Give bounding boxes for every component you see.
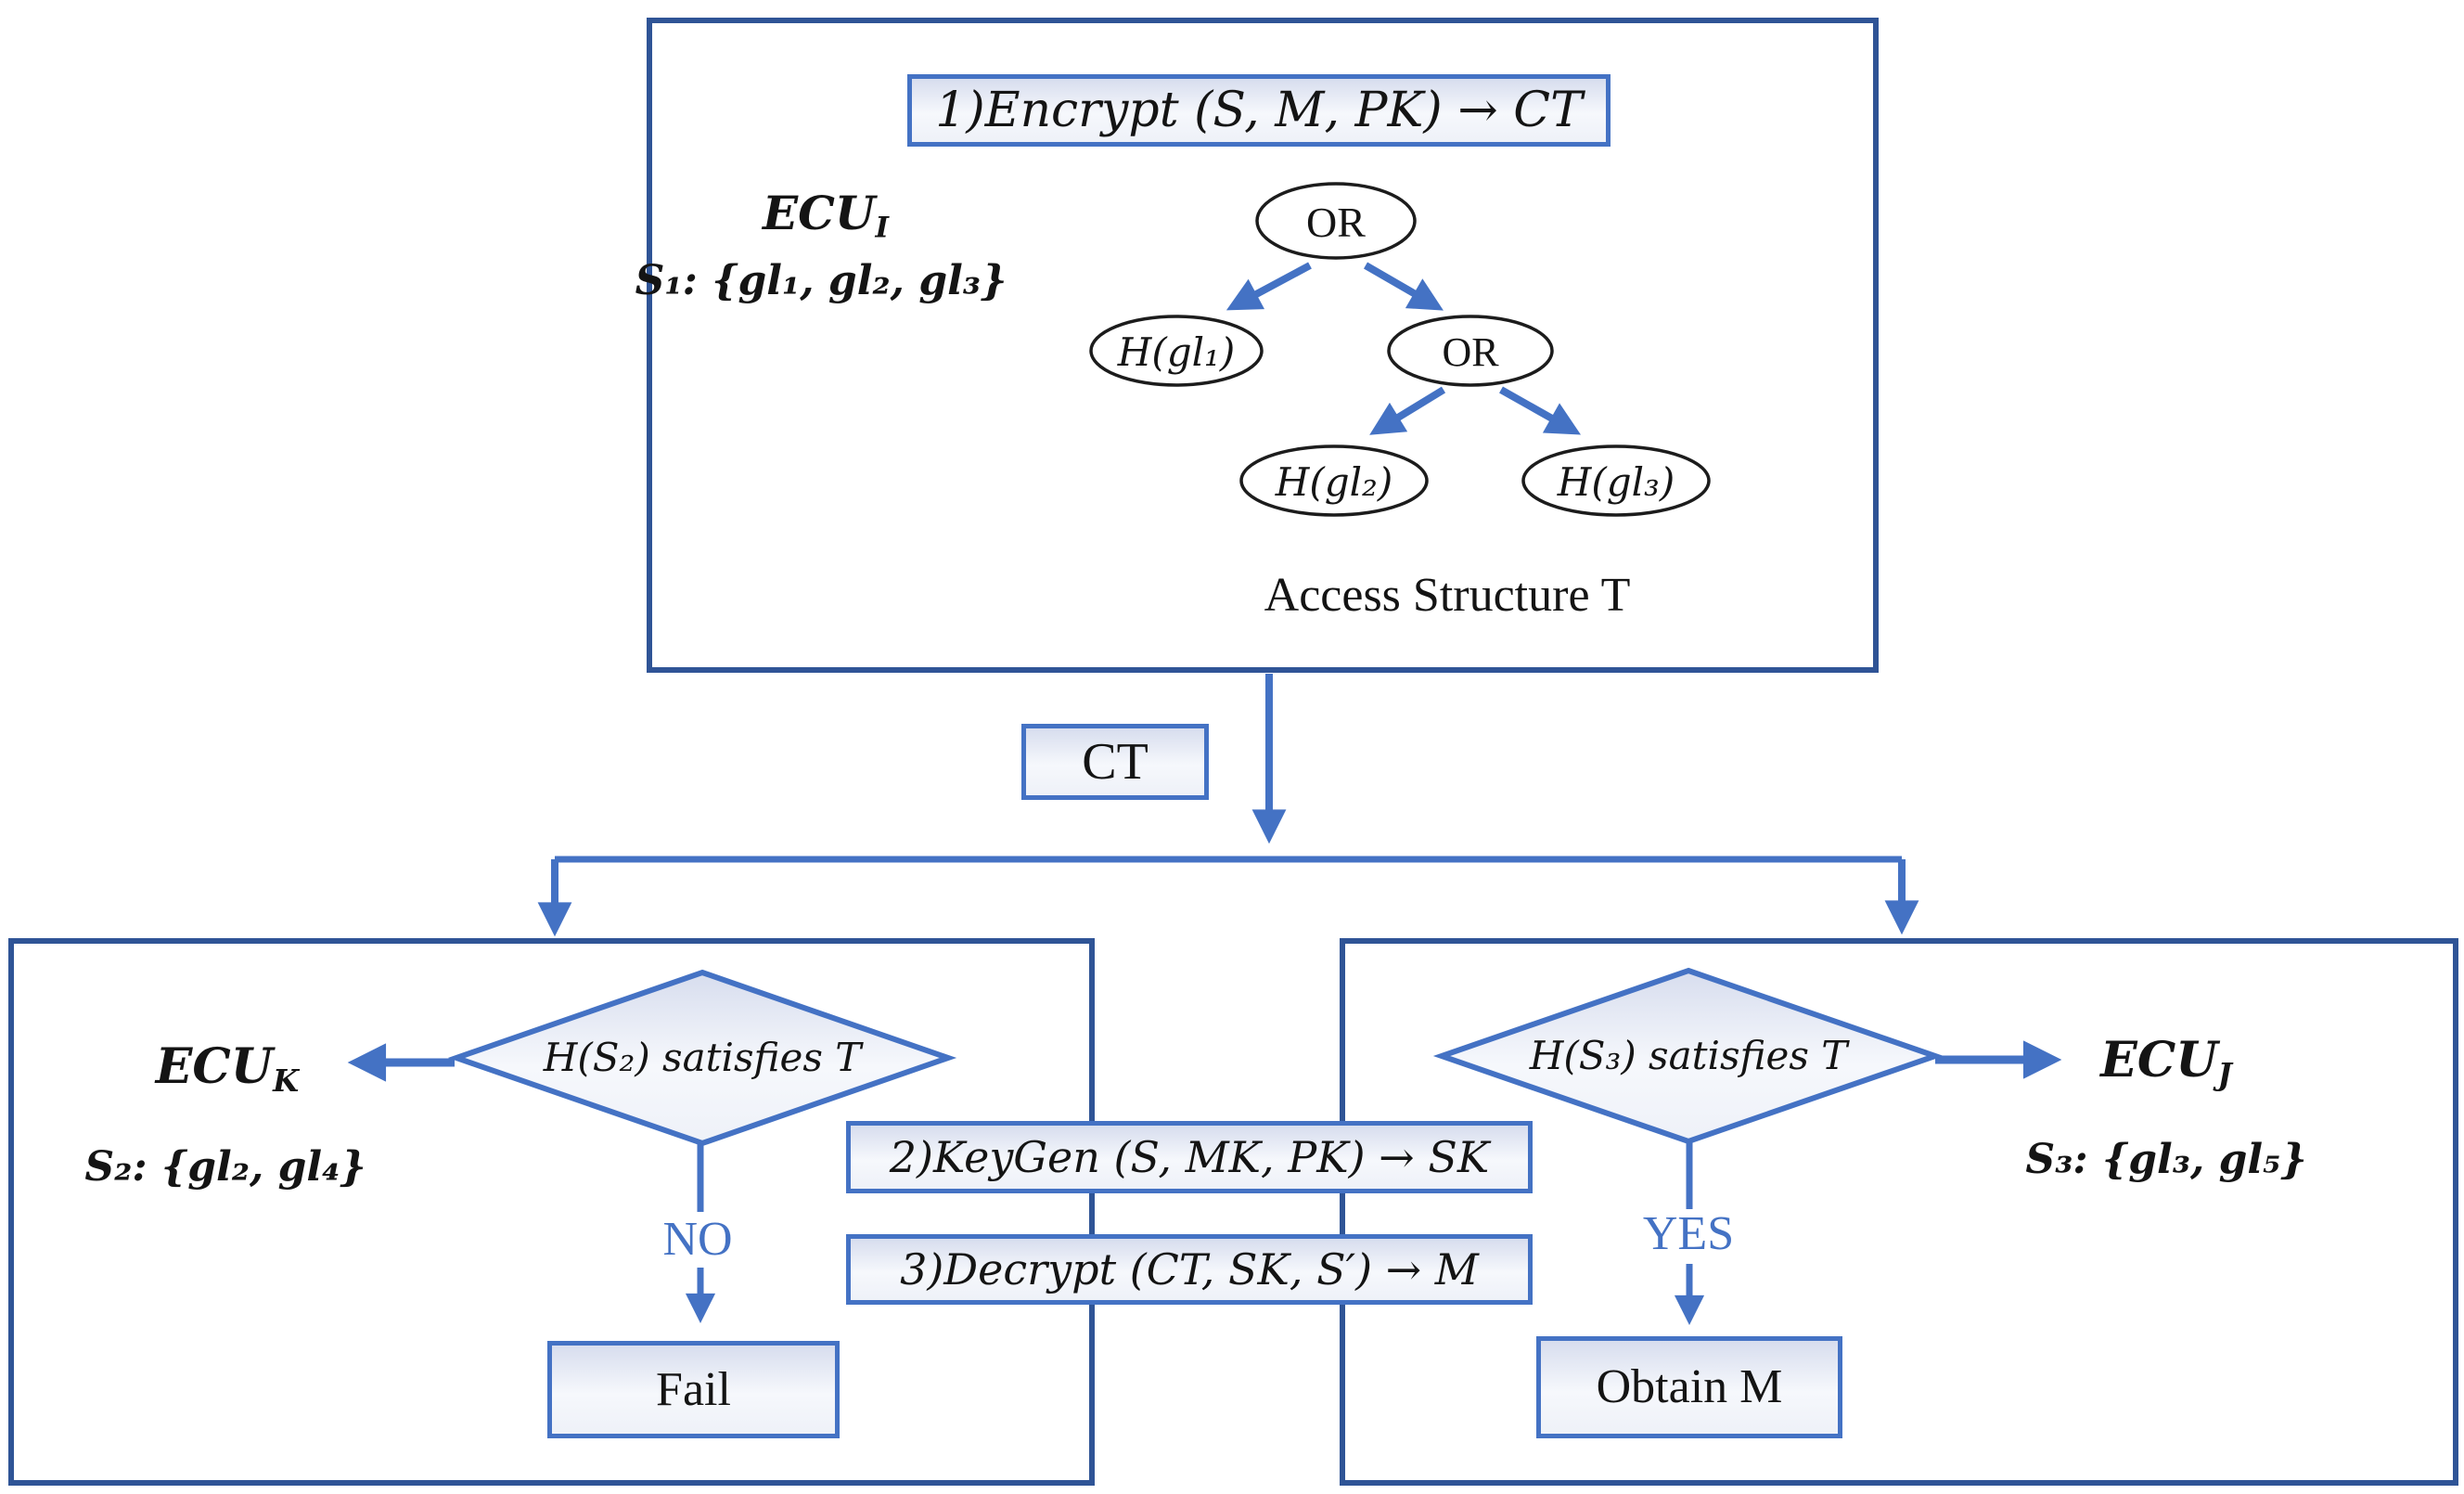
s1-attribute-set-label: S₁: {gl₁, gl₂, gl₃} — [635, 257, 1007, 304]
tree-edge-inner-to-leaf3-arrow — [1499, 386, 1582, 435]
s3-attribute-set-label: S₃: {gl₃, gl₅} — [2025, 1136, 2307, 1183]
ciphertext-box: CT — [1021, 724, 1209, 800]
left-condition-text: H(S₂) satisfies T — [543, 1035, 862, 1080]
ecu-k-base: ECU — [155, 1038, 274, 1095]
encrypt-step-box: 1)Encrypt (S, M, PK) → CT — [907, 74, 1611, 147]
or-inner-node — [1387, 315, 1554, 387]
ecu-i-base: ECU — [762, 186, 876, 240]
tree-edge-root-to-inner-arrow — [1363, 262, 1444, 311]
ecu-k-label: ECUK — [156, 1043, 299, 1097]
left-group-frame — [8, 938, 1095, 1486]
tree-edge-root-to-leaf1-arrow — [1226, 262, 1312, 311]
decrypt-step-box: 3)Decrypt (CT, SK, S′) → M — [846, 1234, 1533, 1305]
ecu-i-label: ECUI — [763, 190, 889, 243]
ecu-j-base: ECU — [2100, 1032, 2218, 1088]
h-gl1-node — [1089, 315, 1264, 387]
ecu-j-subscript: J — [2217, 1057, 2232, 1093]
ecu-j-label: ECUJ — [2100, 1037, 2232, 1090]
tree-edge-inner-to-leaf2-arrow — [1369, 386, 1446, 435]
or-inner-gate-label: OR — [1442, 329, 1499, 375]
or-root-gate-label: OR — [1306, 199, 1366, 246]
ecu-k-subscript: K — [273, 1063, 300, 1100]
top-group-frame — [647, 18, 1879, 673]
fail-result-box: Fail — [547, 1341, 840, 1438]
yes-branch-label: YES — [1642, 1207, 1735, 1260]
access-structure-caption: Access Structure T — [1264, 569, 1631, 622]
h-gl2-node — [1239, 444, 1429, 517]
s2-attribute-set-label: S₂: {gl₂, gl₄} — [84, 1143, 366, 1191]
right-group-frame — [1340, 938, 2458, 1486]
no-branch-label: NO — [662, 1213, 733, 1266]
h-gl3-leaf-label: H(gl₃) — [1557, 459, 1675, 505]
h-gl3-node — [1521, 444, 1711, 517]
h-gl1-leaf-label: H(gl₁) — [1117, 329, 1236, 375]
h-gl2-leaf-label: H(gl₂) — [1275, 459, 1393, 505]
obtain-m-result-box: Obtain M — [1536, 1336, 1842, 1438]
keygen-step-box: 2)KeyGen (S, MK, PK) → SK — [846, 1121, 1533, 1193]
right-condition-text: H(S₃) satisfies T — [1529, 1033, 1848, 1078]
or-root-node — [1255, 182, 1417, 260]
ecu-i-subscript: I — [875, 211, 890, 245]
